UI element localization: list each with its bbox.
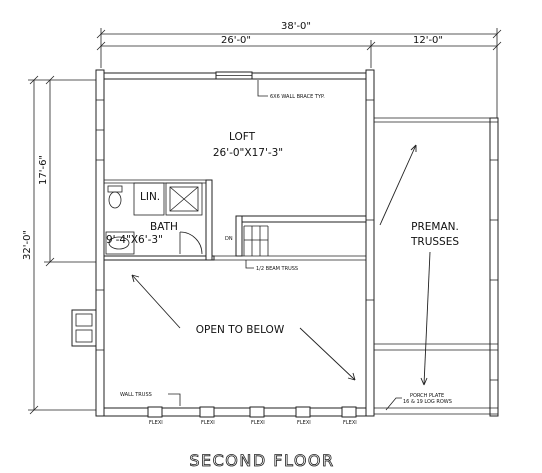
left-dimensions: 17'-6" 32'-0" [22,75,96,415]
shower [165,182,203,216]
linen-label: LIN. [140,191,160,203]
window-tag-2: FLEXI [201,420,215,426]
wall-truss-note: WALL TRUSS [120,392,152,398]
loft-name: LOFT [229,131,256,143]
exterior-walls [95,69,499,417]
porch-area [374,117,498,415]
chimney [71,309,97,347]
left-width-label: 26'-0" [221,35,251,46]
bath-name: BATH [150,221,178,233]
wall-brace-note: 6X6 WALL BRACE TYP. [270,94,325,100]
beam-truss-note: 1/2 BEAM TRUSS [256,266,298,272]
trusses-line1: PREMAN. [411,221,459,233]
drawing-title: SECOND FLOOR [189,451,334,470]
loft-depth-label: 17'-6" [38,155,49,185]
preman-trusses: PREMAN. TRUSSES [379,144,459,386]
open-to-below-label: OPEN TO BELOW [196,324,285,336]
top-dimensions: 38'-0" 26'-0" 12'-0" [96,21,502,120]
notes: 6X6 WALL BRACE TYP. 1/2 BEAM TRUSS WALL … [120,80,452,426]
overall-width-label: 38'-0" [281,21,311,32]
porch-plate-note-1: PORCH PLATE [410,393,444,399]
window-tag-3: FLEXI [251,420,265,426]
trusses-line2: TRUSSES [410,236,459,248]
open-to-below: OPEN TO BELOW [131,274,356,381]
toilet-bowl [108,191,122,209]
toilet-tank [107,185,123,193]
window-tag-4: FLEXI [297,420,311,426]
window-tag-1: FLEXI [149,420,163,426]
svg-text:DN: DN [225,236,233,242]
right-width-label: 12'-0" [413,35,443,46]
loft-label: LOFT 26'-0"X17'-3" [213,131,283,159]
bath-size: 9'-4"X6'-3" [106,234,163,246]
bath: LIN. BATH 9'-4"X6'-3" [103,179,215,261]
loft-size: 26'-0"X17'-3" [213,147,283,159]
porch-plate-note-2: 16 & 19 LOG ROWS [403,399,452,405]
bath-vanity [105,231,135,255]
window-tag-5: FLEXI [343,420,357,426]
overall-depth-label: 32'-0" [22,230,33,260]
